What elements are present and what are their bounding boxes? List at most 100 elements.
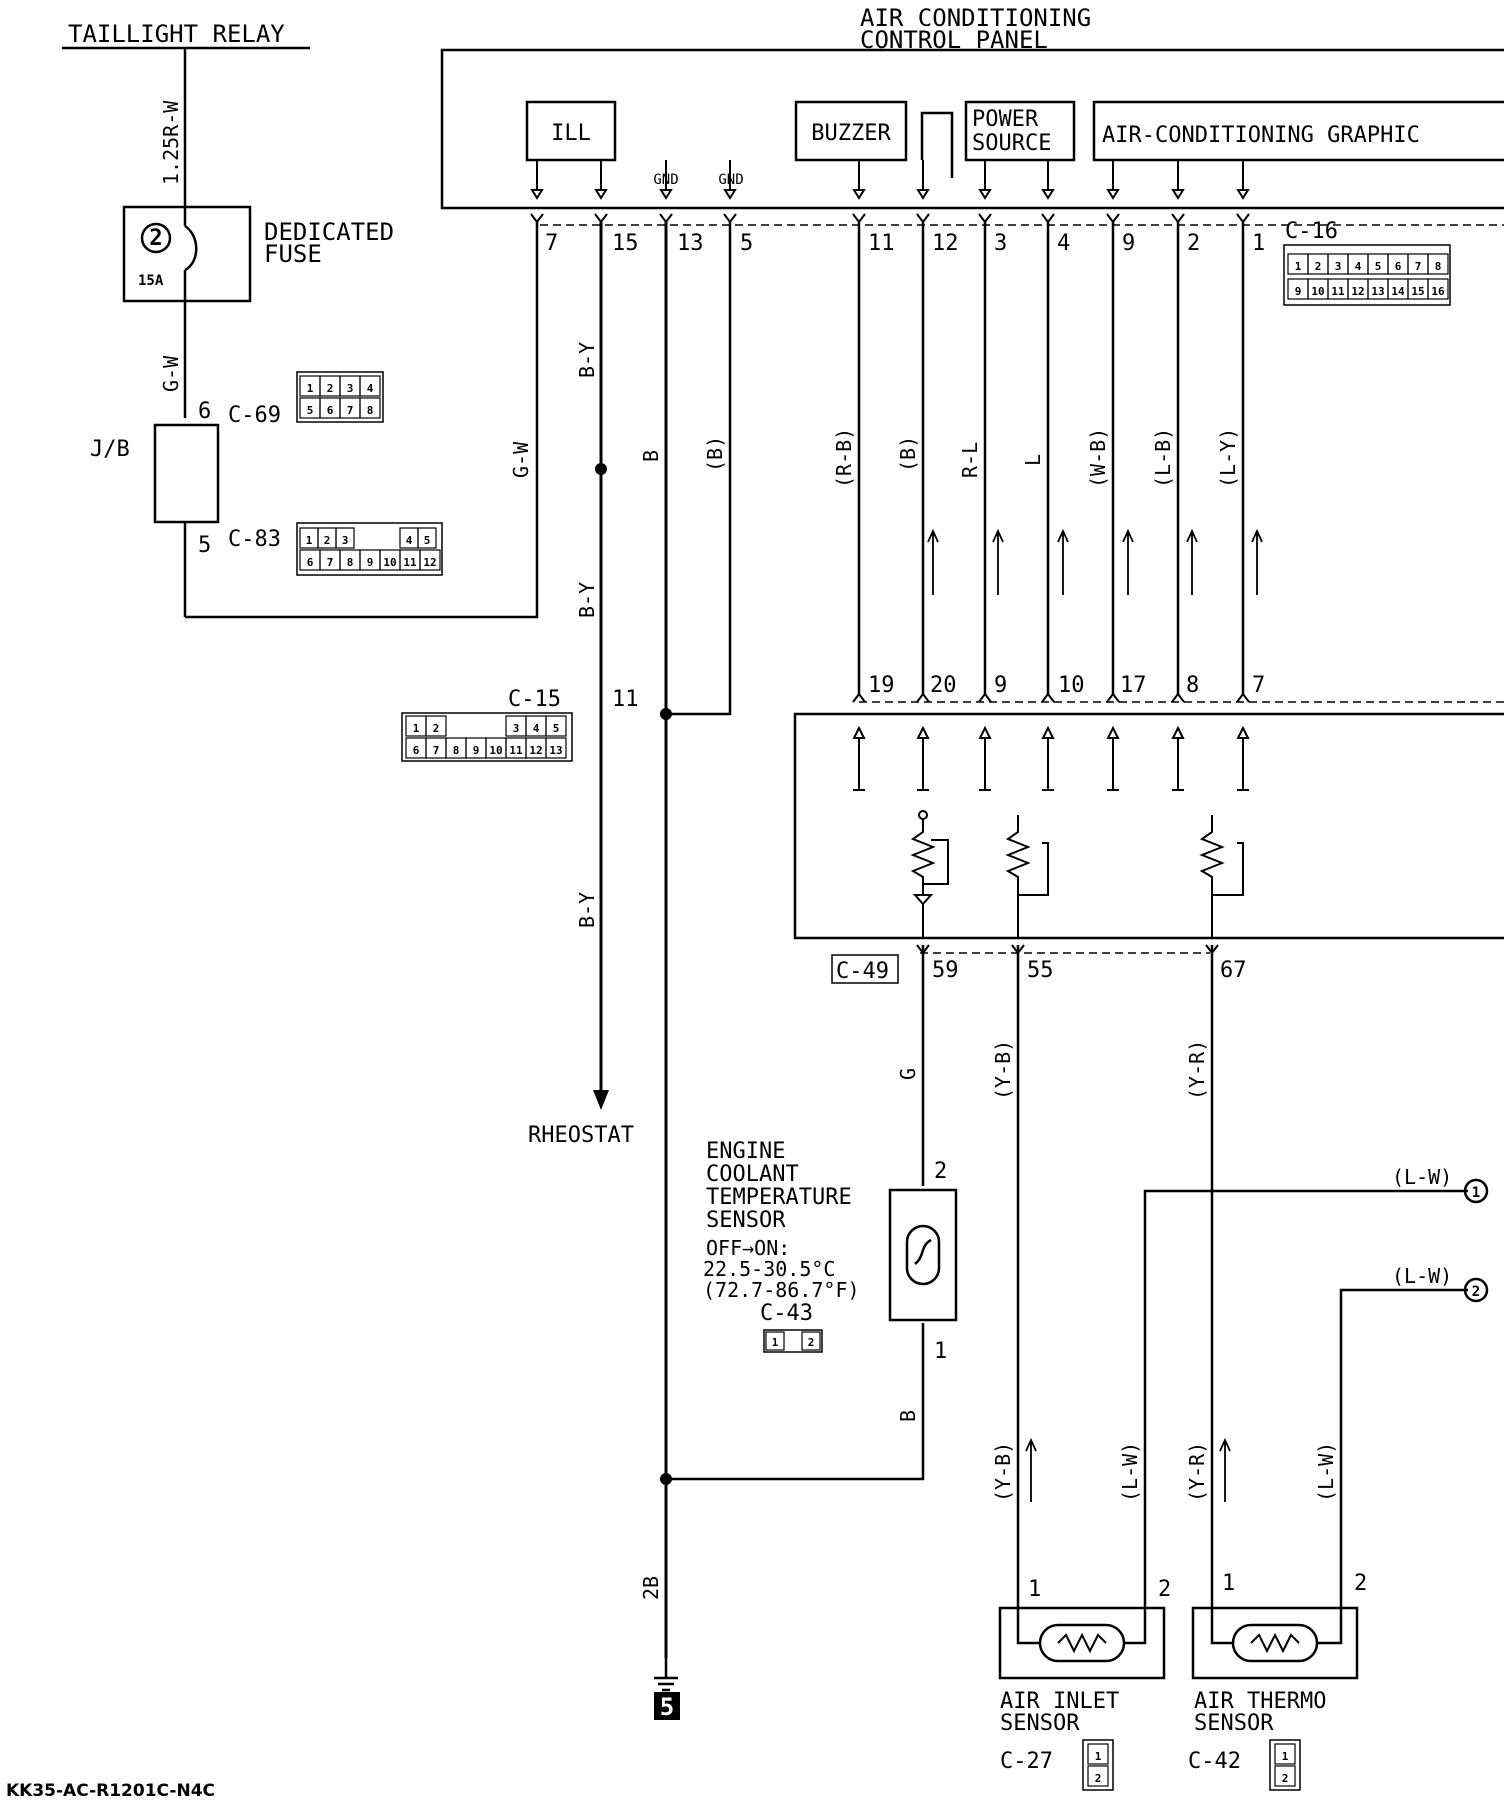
junction-block: [153, 423, 220, 524]
connector-cell: [1087, 1743, 1109, 1765]
mid-terminal: [916, 692, 930, 739]
fuse-element: [184, 224, 198, 272]
gnd-pin5-wire: [666, 222, 732, 716]
c42-face: [1269, 1739, 1301, 1791]
dedicated-fuse-box: [122, 205, 252, 303]
wire-b-y-2: B-Y: [575, 582, 599, 618]
mid-terminal: [1106, 692, 1120, 739]
wire-y-r-lower: (Y-R): [1185, 1442, 1209, 1502]
wire-b-main: B: [639, 450, 663, 462]
connector-cell-number: 10: [1311, 285, 1324, 298]
bottom-terminal: [1011, 944, 1025, 955]
top-pin-numbers: 7 15 13 5 11 12 3 4 9 2 1: [545, 231, 1265, 256]
pin-20: 20: [930, 673, 957, 698]
connector-cell-number: 12: [1351, 285, 1364, 298]
pin-17: 17: [1120, 673, 1147, 698]
ref1-circle: [1463, 1178, 1489, 1204]
ect-label-line3: TEMPERATURE: [706, 1185, 852, 1210]
pin-8: 8: [1186, 673, 1199, 698]
fuse-number: 2: [149, 226, 162, 251]
pin-12: 12: [932, 231, 959, 256]
ect-element: [914, 1238, 932, 1265]
top-terminal: [530, 160, 544, 224]
wire-l-w-thermo: (L-W): [1314, 1442, 1338, 1502]
ill-label: ILL: [551, 121, 591, 146]
air-thermo-leads: [1210, 1600, 1343, 1645]
pin-55: 55: [1027, 958, 1054, 983]
connector-cell-number: 9: [1295, 285, 1302, 298]
wire-l-y: (L-Y): [1216, 428, 1240, 488]
pin-5: 5: [740, 231, 753, 256]
c43-label: C-43: [760, 1301, 813, 1326]
c16-label: C-16: [1285, 219, 1338, 244]
lw-ref2-wire: [1339, 1288, 1468, 1600]
ect-label-line1: ENGINE: [706, 1139, 785, 1164]
footer-code: KK35-AC-R1201C-N4C: [6, 1781, 215, 1801]
connector-cell: [1427, 278, 1449, 300]
pin-7b: 7: [1252, 673, 1265, 698]
pin-c83-5: 5: [198, 533, 211, 558]
ect-spec-line2: 22.5-30.5°C: [703, 1257, 835, 1281]
lower-panel-terminals: [853, 738, 1249, 791]
thermo-pin-1: 1: [1222, 1571, 1235, 1596]
mid-terminal: [852, 692, 866, 739]
ect-spec-line3: (72.7-86.7°F): [703, 1278, 860, 1302]
fuse-label-line2: FUSE: [264, 240, 322, 268]
connector-cell: [359, 375, 381, 397]
wire-b-y-3: B-Y: [575, 892, 599, 928]
connector-cell-number: 9: [367, 556, 374, 569]
air-thermo-label-line2: SENSOR: [1194, 1711, 1274, 1736]
wire-color-labels: 1.25R-W G-W G-W B-Y B-Y B-Y B (B) (R-B) …: [159, 100, 1338, 1600]
connector-cell-number: 4: [367, 382, 374, 395]
ground-id-box: [654, 1692, 680, 1720]
ground-symbol: [654, 1658, 678, 1692]
connector-cell-number: 14: [1391, 285, 1405, 298]
bottom-terminal: [916, 944, 930, 955]
connector-cell-number: 12: [529, 744, 542, 757]
c83-face: [296, 522, 443, 576]
pin-3: 3: [994, 231, 1007, 256]
wire-g-w-jb: G-W: [509, 441, 533, 478]
direction-arrows: [927, 528, 1263, 1502]
air-inlet-label-line2: SENSOR: [1000, 1711, 1080, 1736]
fuse-rating: 15A: [138, 273, 164, 289]
wire-l: L: [1021, 454, 1045, 466]
connector-cell-number: 4: [533, 722, 540, 735]
connector-cell: [1274, 1765, 1296, 1787]
wire-y-b-lower: (Y-B): [991, 1442, 1015, 1502]
connector-cell-number: 6: [327, 404, 334, 417]
connector-cell-number: 4: [1355, 260, 1362, 273]
junction-dots: [595, 463, 672, 1485]
connector-cell: [1274, 1743, 1296, 1765]
wire-l-w-inlet: (L-W): [1118, 1442, 1142, 1502]
connector-cell-number: 2: [324, 534, 331, 547]
connector-cell-number: 2: [1282, 1772, 1289, 1785]
connector-cell-number: 6: [413, 744, 420, 757]
pin-9b: 9: [994, 673, 1007, 698]
connector-cell: [335, 527, 355, 549]
connector-cell-number: 2: [433, 722, 440, 735]
connector-cell-number: 1: [413, 722, 420, 735]
connector-cell-number: 13: [1371, 285, 1384, 298]
connector-cell-number: 2: [327, 382, 334, 395]
panel-thermistors: [910, 810, 1244, 938]
mid-terminal: [1041, 692, 1055, 739]
lw-ref1-wire: [1143, 1189, 1468, 1600]
air-inlet-leads: [1016, 1600, 1147, 1645]
ect-spec-line1: OFF→ON:: [706, 1236, 790, 1260]
wire-g-w-fuse: G-W: [159, 355, 183, 392]
pin-2: 2: [1187, 231, 1200, 256]
c49-face: [831, 954, 899, 984]
connector-cell-number: 8: [367, 404, 374, 417]
air-thermo-thermistor: [1231, 1623, 1319, 1663]
c42-label: C-42: [1188, 1749, 1241, 1774]
ref1-number: 1: [1472, 1185, 1480, 1201]
ect-label-line4: SENSOR: [706, 1208, 786, 1233]
graphic-label: AIR-CONDITIONING GRAPHIC: [1102, 123, 1420, 148]
c83-label: C-83: [228, 527, 281, 552]
c49-label: C-49: [836, 959, 889, 984]
connector-cell-number: 5: [1375, 260, 1382, 273]
thermo-pin-2: 2: [1354, 1571, 1367, 1596]
connector-cell-number: 5: [424, 534, 431, 547]
connector-cell: [419, 549, 441, 571]
